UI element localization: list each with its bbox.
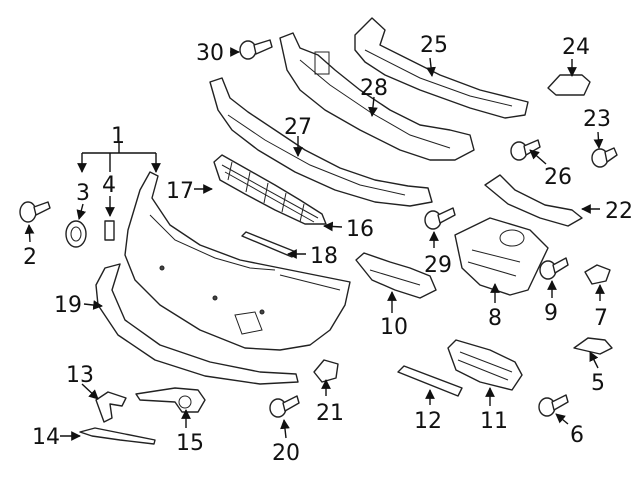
part-27-bumper-bar bbox=[209, 77, 433, 207]
callout-7: 7 bbox=[594, 306, 608, 331]
part-8-air-duct bbox=[454, 217, 549, 296]
callout-11: 11 bbox=[480, 409, 508, 434]
callout-30: 30 bbox=[196, 41, 224, 66]
callout-16: 16 bbox=[346, 217, 374, 242]
callout-5: 5 bbox=[591, 371, 605, 396]
part-11-lower-grille bbox=[447, 339, 523, 391]
callout-18: 18 bbox=[310, 244, 338, 269]
callout-21: 21 bbox=[316, 401, 344, 426]
callout-14: 14 bbox=[32, 425, 60, 450]
part-3-cap bbox=[65, 220, 87, 248]
callout-10: 10 bbox=[380, 315, 408, 340]
callout-19: 19 bbox=[54, 293, 82, 318]
part-13-bracket bbox=[95, 391, 127, 423]
callout-20: 20 bbox=[272, 441, 300, 466]
callout-25: 25 bbox=[420, 33, 448, 58]
callout-8: 8 bbox=[488, 306, 502, 331]
part-22-bracket bbox=[484, 174, 583, 227]
part-23-bolt bbox=[591, 147, 618, 168]
callout-17: 17 bbox=[166, 179, 194, 204]
part-15-fog-lamp-bezel bbox=[135, 387, 206, 413]
part-2-bolt bbox=[19, 201, 51, 223]
callout-13: 13 bbox=[66, 363, 94, 388]
callout-15: 15 bbox=[176, 431, 204, 456]
callout-22: 22 bbox=[605, 199, 633, 224]
callout-9: 9 bbox=[544, 301, 558, 326]
callout-1: 1 bbox=[111, 124, 125, 149]
leader-lines bbox=[24, 47, 605, 441]
part-24-bracket bbox=[547, 74, 591, 96]
part-9-bolt bbox=[539, 257, 569, 280]
callout-28: 28 bbox=[360, 76, 388, 101]
part-21-clip bbox=[313, 359, 339, 383]
part-5-bracket bbox=[573, 337, 613, 355]
callout-3: 3 bbox=[76, 181, 90, 206]
part-29-bolt bbox=[424, 207, 456, 230]
part-16-17-center-grille bbox=[213, 154, 327, 225]
part-20-bolt bbox=[269, 395, 300, 418]
part-10-support bbox=[355, 252, 437, 299]
part-14-trim bbox=[79, 427, 156, 445]
callout-2: 2 bbox=[23, 245, 37, 270]
callout-29: 29 bbox=[424, 253, 452, 278]
callout-12: 12 bbox=[414, 409, 442, 434]
part-26-bolt bbox=[510, 139, 541, 161]
callout-labels: 1 2 3 4 5 6 7 8 9 10 11 12 13 14 15 16 1… bbox=[23, 33, 633, 466]
callout-27: 27 bbox=[284, 115, 312, 140]
callout-26: 26 bbox=[544, 165, 572, 190]
callout-6: 6 bbox=[570, 423, 584, 448]
part-25-upper-reinforcement bbox=[354, 17, 529, 119]
callout-4: 4 bbox=[102, 173, 116, 198]
part-12-strip bbox=[397, 365, 463, 397]
callout-24: 24 bbox=[562, 35, 590, 60]
part-30-bolt bbox=[239, 39, 273, 60]
part-1-bumper-cover bbox=[124, 171, 351, 351]
part-7-clip bbox=[584, 264, 611, 285]
part-19-lower-spoiler bbox=[95, 263, 299, 385]
part-4-clip bbox=[104, 220, 115, 241]
callout-23: 23 bbox=[583, 107, 611, 132]
part-18-trim-strip bbox=[241, 231, 297, 258]
part-6-bolt bbox=[538, 394, 569, 417]
